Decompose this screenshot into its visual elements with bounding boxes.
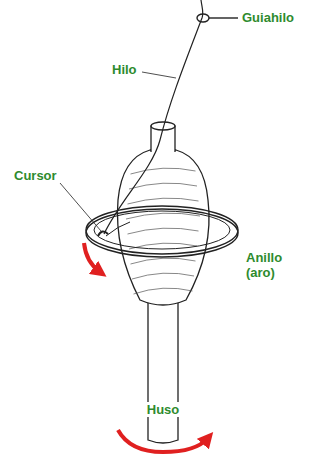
part-label: Anillo (aro) [246, 250, 306, 280]
yarn-winding [131, 258, 196, 264]
yarn-package [117, 150, 209, 305]
part-label: Guiahilo [242, 10, 294, 25]
yarn-winding [128, 228, 199, 234]
yarn-winding [126, 213, 200, 219]
leader-line [142, 72, 176, 78]
part-label: Cursor [14, 168, 57, 183]
thread-to-package [106, 222, 130, 236]
yarn-winding [132, 273, 194, 279]
rotation-arrow [84, 243, 100, 272]
yarn-winding [131, 168, 196, 174]
rotation-arrow [118, 430, 208, 452]
ring [86, 206, 238, 257]
thread [104, 0, 203, 234]
yarn-winding [128, 198, 199, 204]
yarn-winding [134, 288, 193, 294]
spindle [148, 295, 178, 443]
yarn-windings [126, 168, 200, 294]
part-label: Huso [145, 402, 182, 417]
thread-guide [197, 14, 238, 22]
leader-line [60, 183, 101, 231]
part-label: Hilo [112, 62, 137, 77]
yarn-winding [129, 183, 197, 189]
